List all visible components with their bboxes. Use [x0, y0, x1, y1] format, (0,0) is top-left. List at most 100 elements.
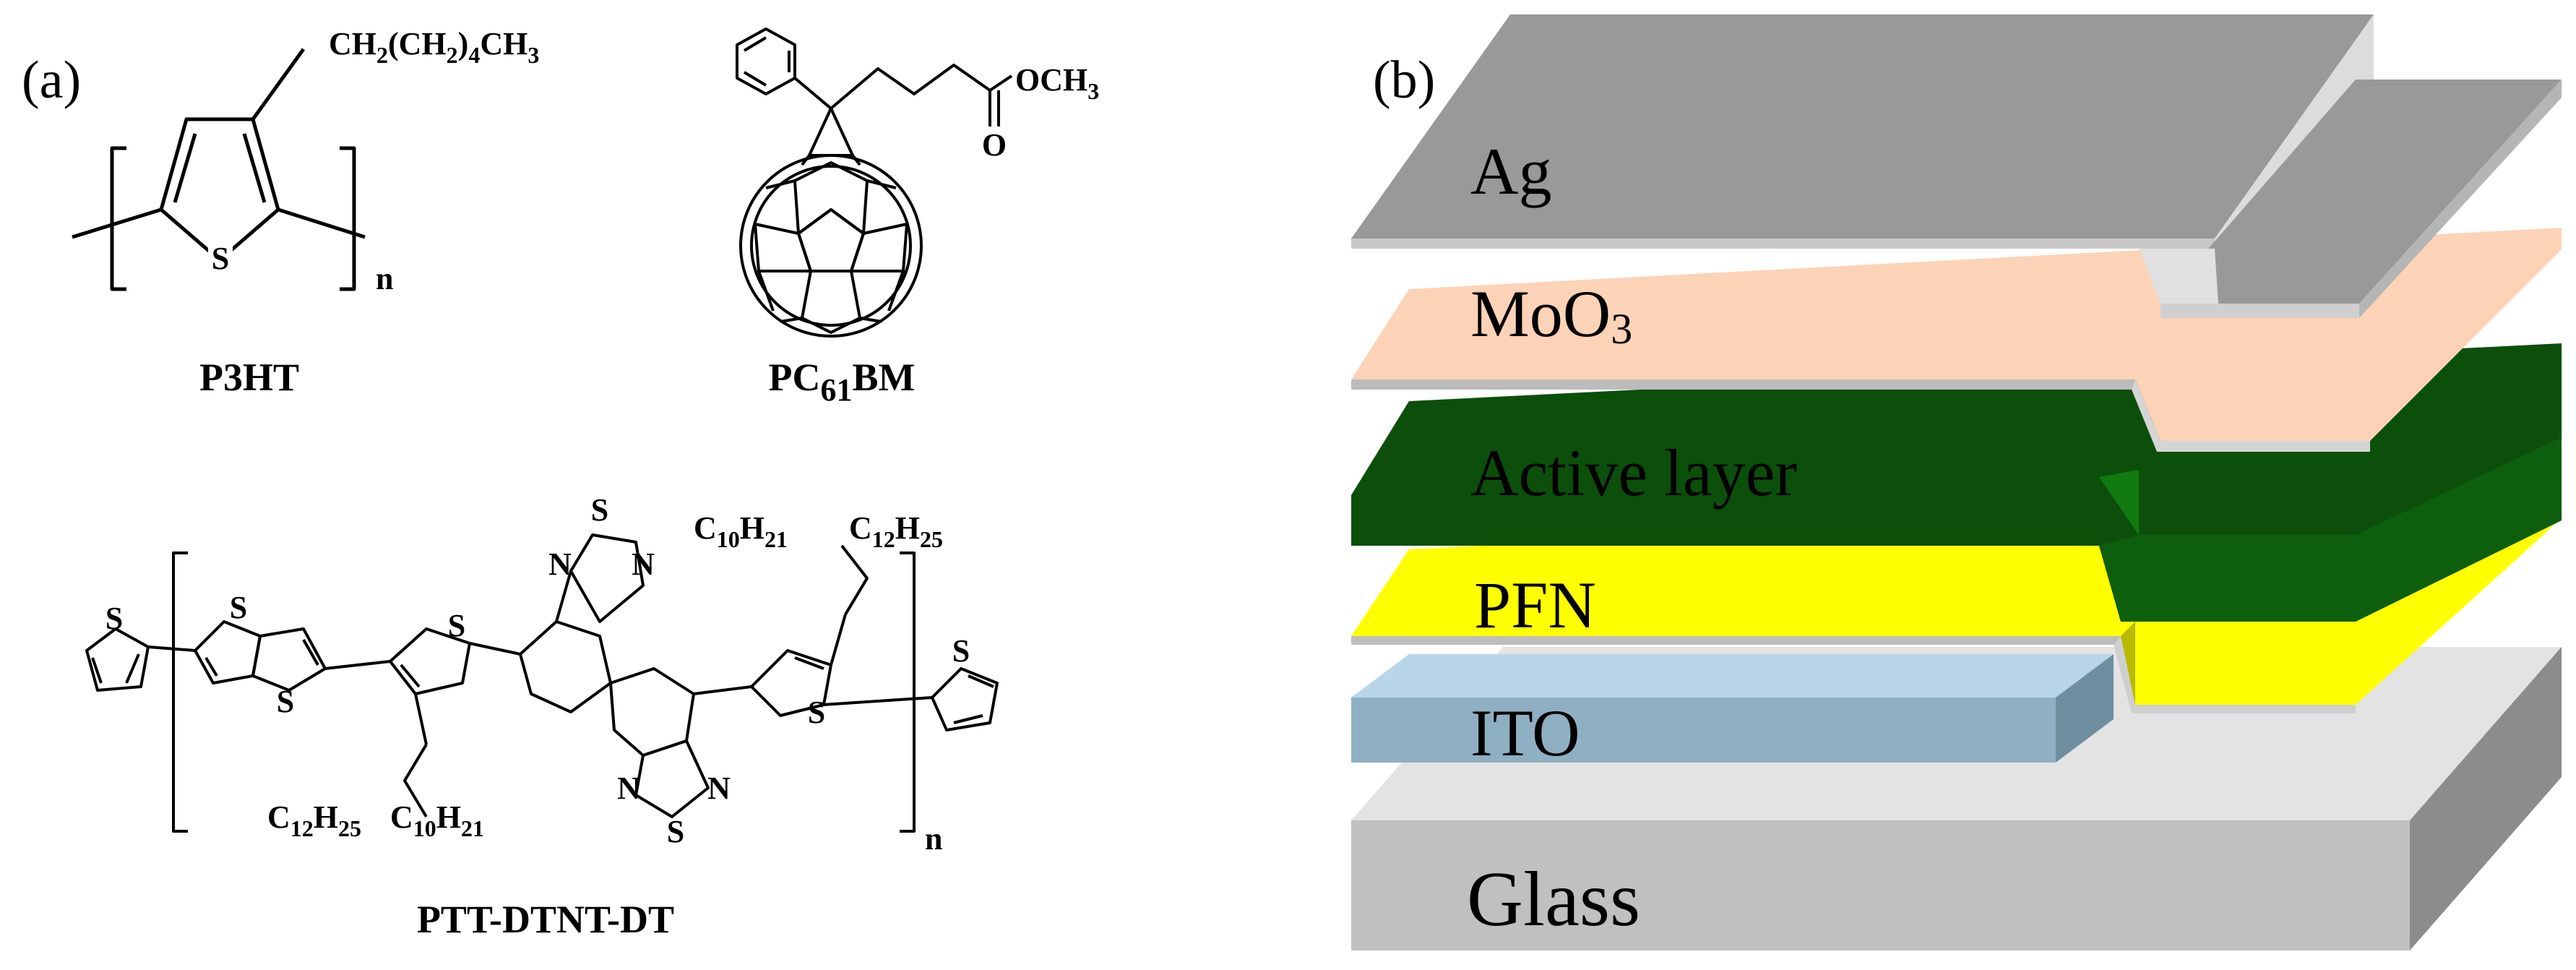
ag-lower-edge: [2161, 304, 2359, 318]
ag-front-edge: [1351, 239, 2215, 249]
thiophene-bond: [302, 639, 319, 666]
alkyl-bond-right: [830, 614, 847, 666]
polymer-link: [823, 696, 933, 706]
p3ht-thiophene-ring: [159, 117, 280, 262]
ag-lower-top-face: [2161, 80, 2562, 304]
glass-side-face: [2410, 647, 2562, 950]
p3ht-double-bond-2: [242, 133, 267, 203]
polymer-name: PTT-DTNT-DT: [417, 898, 674, 941]
polymer-nitrogen-4: N: [707, 771, 731, 806]
polymer-repeat-n: n: [925, 821, 942, 857]
p3ht-sidechain-bond: [251, 48, 306, 121]
pcbm-cage-bond: [866, 179, 897, 189]
p3ht-backbone-left: [72, 207, 162, 239]
pcbm-structure: [736, 27, 1013, 338]
pcbm-cage-bond: [887, 270, 905, 312]
moo3-edge: [1351, 379, 2135, 390]
pcbm-phenyl-link: [793, 77, 832, 110]
thiophene-bond: [400, 664, 421, 688]
polymer-nitrogen-2: N: [632, 546, 655, 582]
glass-label: Glass: [1467, 857, 1640, 943]
p3ht-right-bracket: [340, 146, 356, 291]
polymer-sulfur-4: S: [448, 608, 465, 643]
pcbm-cage-bond: [757, 270, 775, 312]
thiadiazole-bottom: [634, 739, 710, 818]
pcbm-phenyl-bond: [743, 36, 767, 52]
ito-label: ITO: [1470, 696, 1580, 770]
thiophene-bond: [125, 653, 140, 684]
pfn-step-edge: [2114, 636, 2356, 713]
polymer-nitrogen-3: N: [617, 771, 640, 806]
thienothiophene-ring-2: [251, 627, 327, 692]
p3ht-left-bracket: [110, 146, 126, 291]
thiophene-alkyl-right: [750, 649, 832, 717]
p3ht-double-bond-1: [173, 133, 197, 203]
polymer-sulfur-1: S: [105, 601, 123, 636]
pcbm-hexagon-bottom: [801, 270, 861, 334]
ag-top-face: [1351, 14, 2374, 239]
ptt-dtnt-dt-structure: [85, 533, 999, 833]
pcbm-phenyl-ring: [736, 27, 796, 95]
pcbm-cage-bond: [859, 317, 882, 323]
polymer-sulfur-8: S: [952, 633, 970, 669]
polymer-sulfur-7: S: [808, 695, 825, 730]
thiophene-bond: [204, 656, 218, 677]
polymer-sulfur-3: S: [277, 684, 294, 719]
pcbm-cage-bond: [851, 154, 861, 166]
pcbm-cage-bond: [780, 317, 803, 323]
polymer-link: [147, 645, 196, 652]
thiadiazole-top: [569, 533, 645, 623]
pfn-step-shadow: [2121, 622, 2135, 705]
panel-a-chemical-structures: (a) S n CH2(CH2)4CH3 P3HT: [22, 26, 1099, 941]
ito-top-face: [1351, 654, 2114, 698]
moo3-step-edge: [2132, 379, 2370, 452]
alkyl-chain-left: [403, 743, 428, 818]
pfn-edge: [1351, 636, 2121, 645]
pcbm-phenyl-bond: [743, 71, 767, 87]
polymer-link: [469, 642, 521, 656]
active-layer-label: Active layer: [1470, 436, 1797, 510]
p3ht-name: P3HT: [199, 356, 299, 399]
p3ht-structure: [72, 48, 366, 291]
glass-front-face: [1351, 820, 2410, 950]
pfn-label: PFN: [1474, 568, 1596, 642]
thiophene-bond: [968, 674, 994, 688]
active-layer-step: [2099, 437, 2562, 622]
polymer-left-bracket: [172, 551, 188, 833]
thienothiophene-ring-1: [194, 620, 262, 684]
pcbm-ester-label: OCH3: [1015, 62, 1099, 104]
panel-b-device-stack: (b) Glass ITO PFN Active laye: [1351, 14, 2562, 950]
pcbm-cyclopropane: [808, 107, 854, 157]
polymer-sulfur-6: S: [667, 814, 684, 849]
p3ht-repeat-n: n: [376, 261, 393, 296]
p3ht-sulfur-atom: S: [212, 241, 229, 276]
polymer-link: [693, 685, 752, 695]
ito-layer: [1351, 654, 2114, 763]
polymer-sulfur-5: S: [591, 492, 608, 528]
pcbm-cage-bond: [765, 179, 796, 189]
active-layer-highlight: [2099, 470, 2139, 535]
pcbm-name: PC61BM: [769, 356, 916, 408]
pcbm-oxygen-atom: O: [982, 127, 1007, 163]
thiophene-bond: [953, 714, 983, 724]
polymer-sulfur-2: S: [230, 590, 247, 625]
pcbm-cage-bond: [801, 154, 811, 166]
ag-layer: [1351, 14, 2562, 318]
polymer-nitrogen-1: N: [548, 546, 572, 582]
panel-b-label: (b): [1373, 51, 1435, 110]
ito-front-face: [1351, 698, 2056, 763]
naphthalene-ring-1: [519, 620, 612, 713]
panel-a-label: (a): [22, 51, 81, 110]
p3ht-backbone-right: [277, 207, 366, 239]
alkyl-bond-left: [414, 693, 428, 745]
polymer-right-bracket: [900, 551, 916, 833]
terminal-thiophene-left: [85, 627, 150, 692]
p3ht-sidechain-label: CH2(CH2)4CH3: [329, 26, 539, 68]
ag-step-riser: [2139, 249, 2218, 304]
polymer-link: [324, 660, 391, 670]
thiophene-bond: [794, 656, 824, 670]
pcbm-fullerene-outer: [739, 154, 923, 338]
thiophene-alkyl-left: [389, 627, 471, 695]
